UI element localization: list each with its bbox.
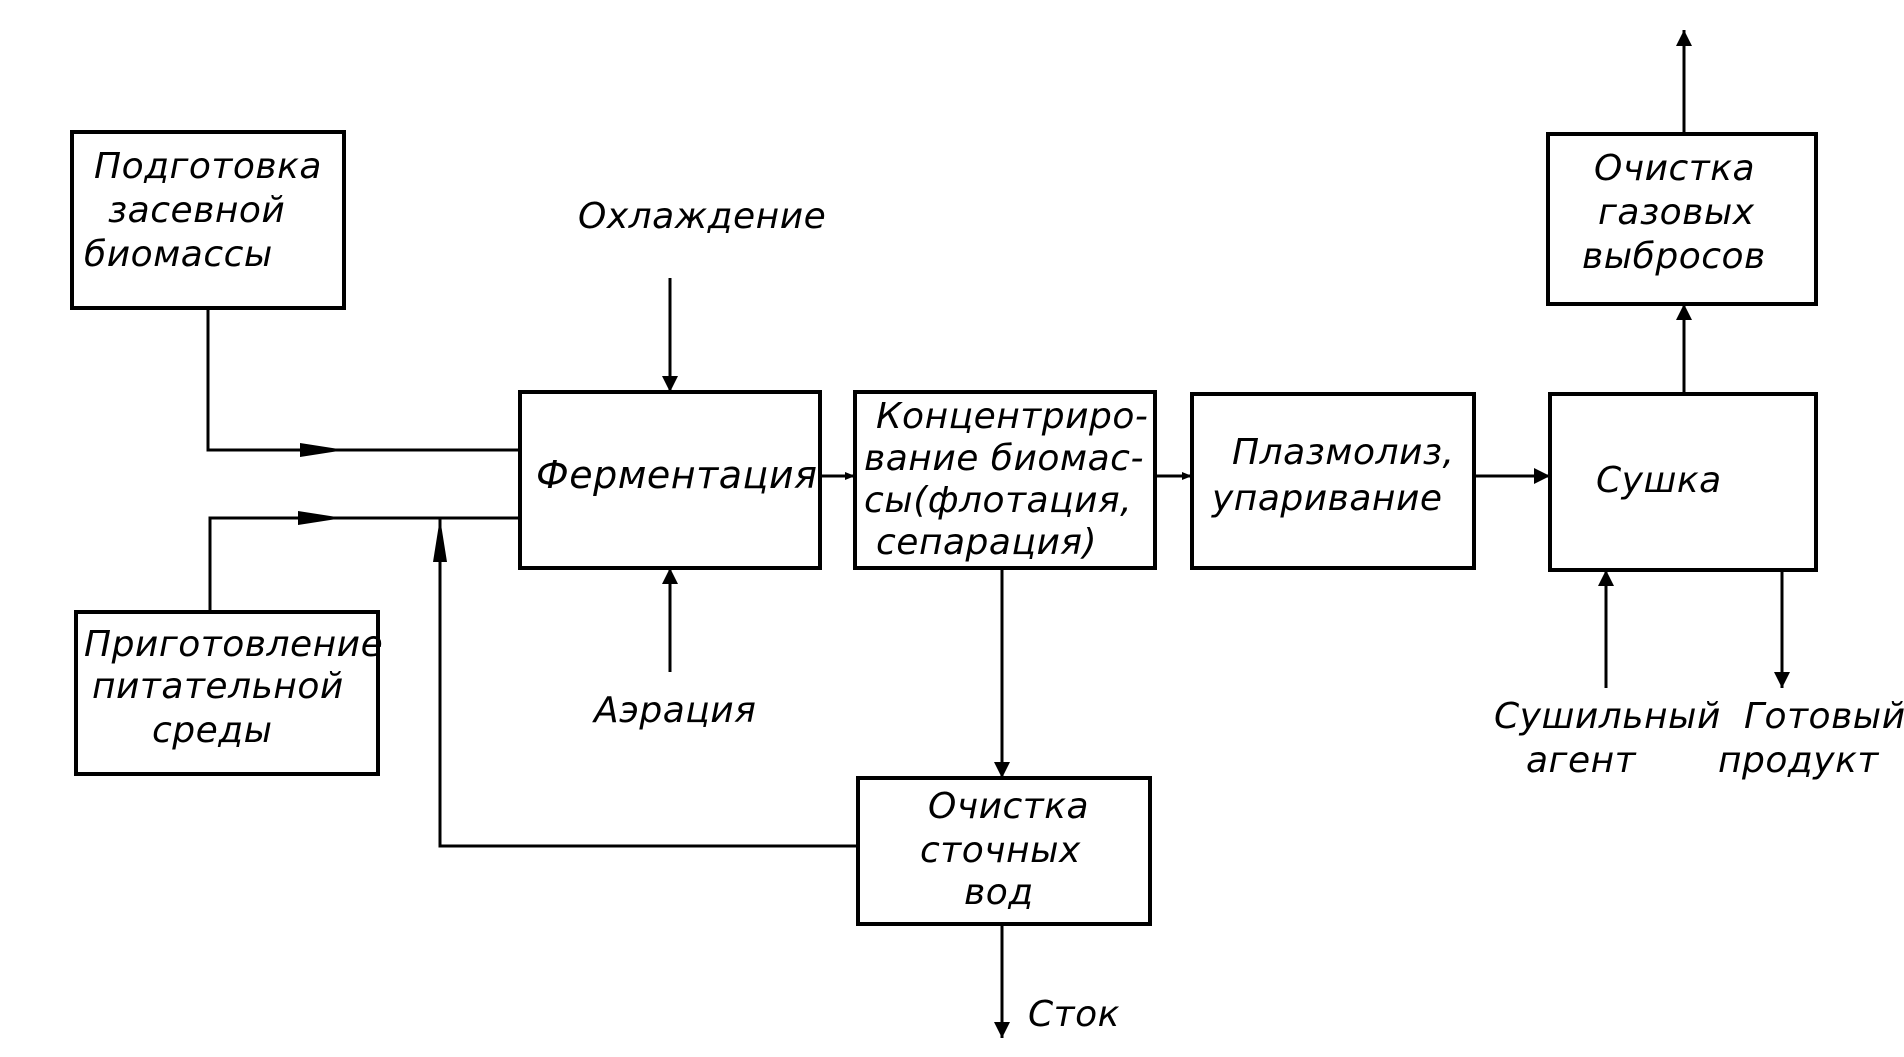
- box-biomass-concentration-line-3: сы(флотация,: [864, 480, 1132, 521]
- label-cooling: Охлаждение: [578, 196, 826, 237]
- box-seed-biomass-prep-line-2: засевной: [108, 190, 285, 231]
- arrowhead-wastewater-recycle: [433, 518, 447, 562]
- box-gas-emission-cleaning-line-3: выбросов: [1582, 236, 1766, 277]
- box-nutrient-medium-prep-line-1: Приготовление: [84, 624, 383, 665]
- box-biomass-concentration: Концентриро- вание биомас- сы(флотация, …: [853, 390, 1157, 570]
- label-final-product-line-1: Готовый: [1744, 696, 1904, 737]
- arrowhead-medium-to-fermentation: [298, 511, 343, 525]
- box-wastewater-cleaning-line-1: Очистка: [928, 786, 1089, 827]
- arrow-seed-to-fermentation: [206, 308, 520, 452]
- box-plasmolysis-evaporation: Плазмолиз, упаривание: [1190, 392, 1476, 570]
- box-nutrient-medium-prep-line-3: среды: [152, 710, 273, 751]
- box-nutrient-medium-prep-line-2: питательной: [92, 666, 344, 707]
- box-seed-biomass-prep-line-3: биомассы: [84, 234, 273, 275]
- box-seed-biomass-prep-line-1: Подготовка: [94, 146, 322, 187]
- arrowhead-seed-to-fermentation: [300, 443, 345, 457]
- box-drying-label: Сушка: [1596, 460, 1722, 501]
- box-biomass-concentration-line-4: сепарация): [876, 522, 1097, 563]
- box-nutrient-medium-prep: Приготовление питательной среды: [74, 610, 383, 776]
- label-drain: Сток: [1028, 994, 1120, 1035]
- box-biomass-concentration-line-2: вание биомас-: [864, 438, 1144, 479]
- box-drying: Сушка: [1548, 392, 1818, 572]
- label-drying-agent-line-2: агент: [1526, 740, 1637, 781]
- label-final-product-line-2: продукт: [1718, 740, 1879, 781]
- box-fermentation-label: Ферментация: [536, 453, 817, 497]
- box-plasmolysis-evaporation-line-1: Плазмолиз,: [1232, 432, 1454, 473]
- arrow-medium-to-fermentation: [208, 516, 520, 612]
- arrow-wastewater-recycle-to-fermentation: [438, 518, 858, 848]
- box-gas-emission-cleaning-line-2: газовых: [1598, 192, 1755, 233]
- box-plasmolysis-evaporation-line-2: упаривание: [1211, 478, 1443, 519]
- box-seed-biomass-prep: Подготовка засевной биомассы: [70, 130, 346, 310]
- label-aeration: Аэрация: [592, 690, 756, 731]
- label-drying-agent-line-1: Сушильный: [1494, 696, 1721, 737]
- box-gas-emission-cleaning: Очистка газовых выбросов: [1546, 132, 1818, 306]
- box-fermentation: Ферментация: [518, 390, 822, 570]
- box-wastewater-cleaning-line-2: сточных: [920, 830, 1081, 871]
- box-gas-emission-cleaning-line-1: Очистка: [1594, 148, 1755, 189]
- box-wastewater-cleaning-line-3: вод: [964, 872, 1034, 913]
- box-biomass-concentration-line-1: Концентриро-: [876, 396, 1148, 437]
- box-wastewater-cleaning: Очистка сточных вод: [856, 776, 1152, 926]
